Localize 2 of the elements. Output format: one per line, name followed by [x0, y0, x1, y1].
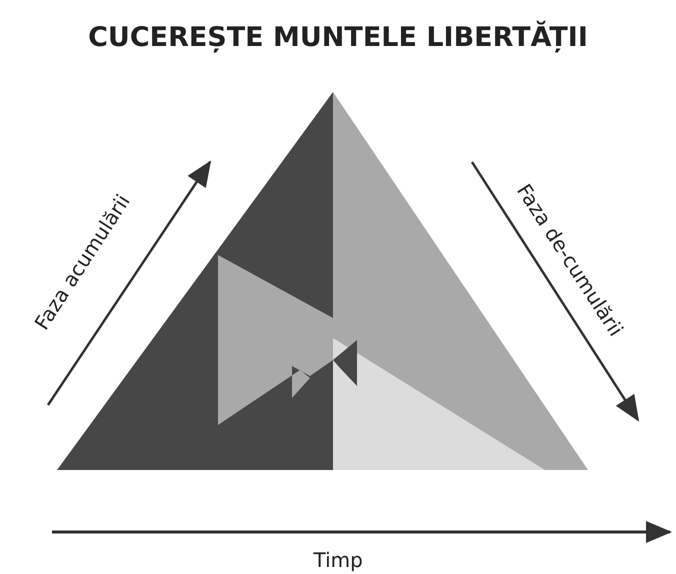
- axis-label: Timp: [314, 548, 363, 572]
- title: CUCEREȘTE MUNTELE LIBERTĂȚII: [87, 22, 589, 53]
